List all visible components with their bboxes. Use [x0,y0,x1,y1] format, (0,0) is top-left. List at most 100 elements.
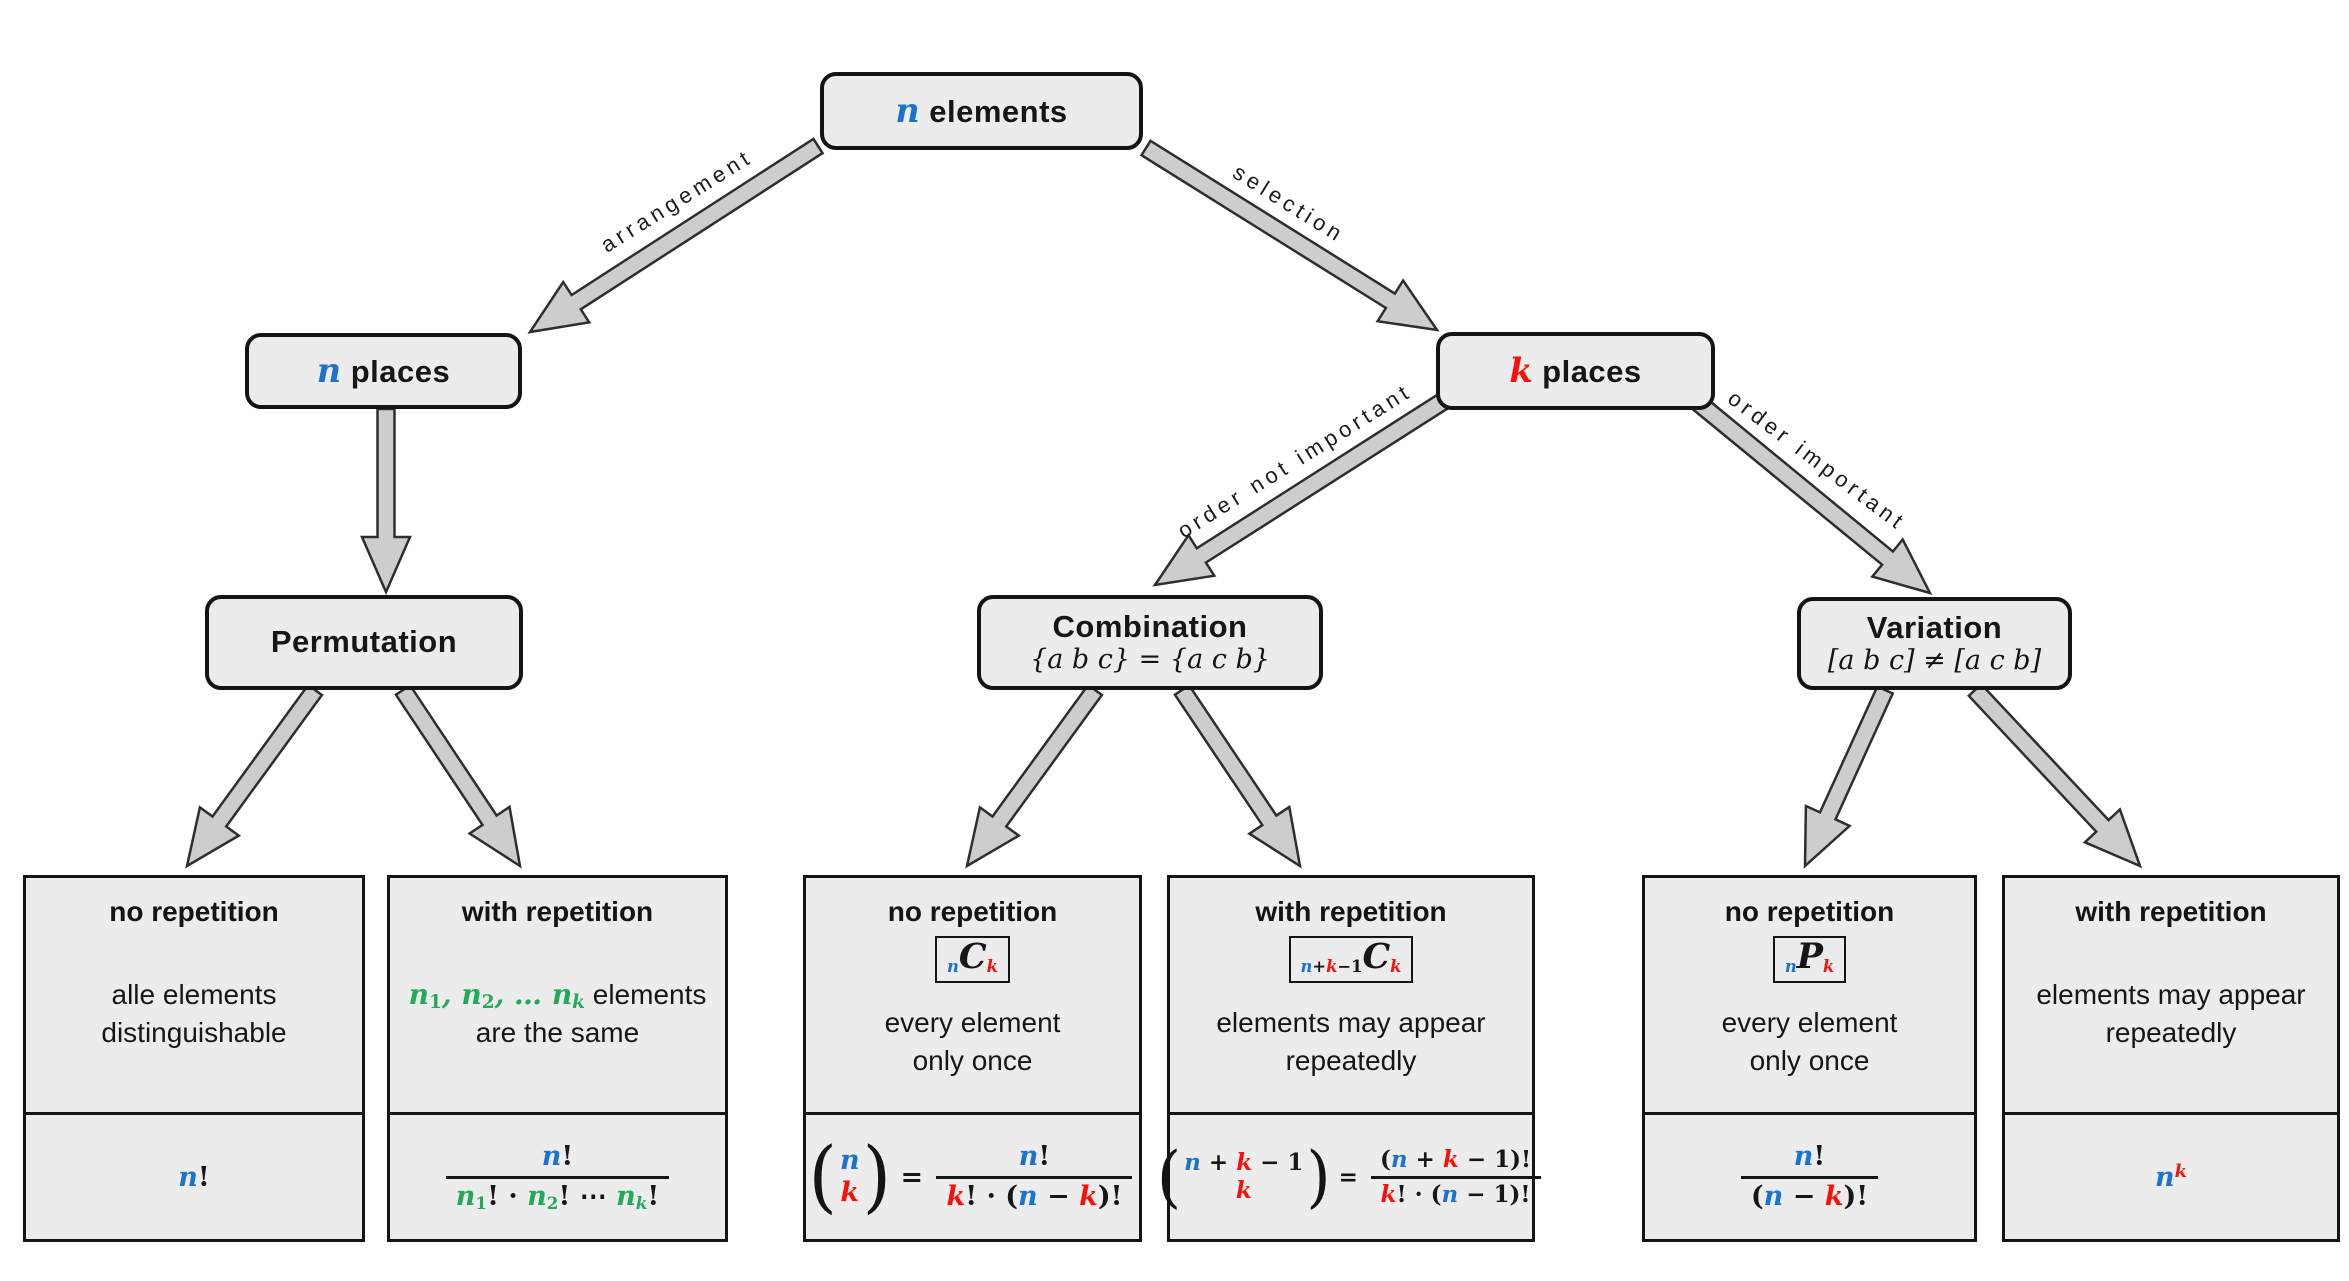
math-token: k [840,1177,860,1208]
leaf-title: no repetition [1724,896,1895,927]
math-token: ! [561,1141,574,1173]
math-token: k [946,1180,966,1212]
math-token: 1 [475,1192,488,1213]
math-token: n [1018,1180,1038,1212]
math-token: elements may appear [2036,979,2306,1011]
formula-badge: nCk [935,936,1010,983]
leaf-title: with repetition [1255,896,1447,927]
description-line: repeatedly [2036,1014,2305,1052]
math-run: = [891,1162,932,1193]
arrow-variation-to-with-rep [1967,682,2143,869]
math-token: n [947,956,959,976]
description-line: are the same [409,1014,707,1052]
math-token: only once [1749,1045,1870,1077]
math-token: places [341,353,451,389]
fraction: n!k! · (n − k)! [936,1139,1133,1215]
math-token: n [551,978,573,1012]
math-token: − 1)! [1458,1180,1531,1208]
fraction: n!(n − k)! [1740,1139,1879,1215]
math-token: k [1079,1180,1098,1212]
math-token: places [1533,353,1642,389]
description-line: only once [1722,1042,1898,1080]
math-token: k [1824,1180,1844,1212]
math-token: distinguishable [101,1017,287,1048]
description-line: only once [885,1042,1061,1080]
math-token: k [2174,1160,2187,1182]
math-token: k [572,991,585,1013]
fraction: (n + k − 1)!k! · (n − 1)! [1370,1144,1541,1210]
math-token: ! ⋯ [558,1180,617,1212]
leaf-description-wrap: elements may appear repeatedly [1210,983,1491,1112]
math-token: = [1330,1163,1366,1191]
math-token: n [408,978,429,1012]
math-token: k [1442,1145,1459,1173]
leaf-formula: nk [2005,1112,2337,1239]
leaf-title: with repetition [2075,896,2267,927]
math-token: − 1 [1252,1149,1304,1177]
math-token: − 1)! [1458,1145,1532,1173]
description-line: every element [885,1004,1061,1042]
description-line: alle elements [101,976,286,1014]
math-token: ! [197,1161,210,1193]
node-n-places: n places [245,333,522,409]
math-token: n [527,1180,547,1212]
description-line: elements may appear [2036,976,2305,1014]
math-token: ! [647,1180,660,1212]
node-title: Permutation [271,625,457,659]
math-token: elements may appear [1216,1007,1486,1039]
math-token: 2 [546,1192,559,1213]
arrow-n-places-to-permutation [360,407,412,596]
math-token: , … [494,978,552,1012]
math-run: nk [2155,1160,2187,1193]
math-token: )! [1097,1180,1123,1212]
node-n-elements: n elements [820,72,1143,150]
description-line: repeatedly [1216,1042,1485,1080]
math-token: Combination [1052,608,1248,644]
node-combination: Combination {a b c} = {a c b} [977,595,1323,690]
node-subtitle: [a b c] ≠ [a c b] [1827,645,2042,677]
math-token: every element [884,1007,1061,1039]
arrow-selection [1139,139,1440,332]
math-token: )! [1843,1180,1869,1212]
math-token: = [891,1161,933,1193]
math-run: n! [178,1162,210,1193]
arrow-order-important [1687,391,1933,595]
leaf-description: elements may appear repeatedly [1216,1004,1485,1080]
math-token: only once [912,1045,1033,1077]
math-token: repeatedly [1285,1045,1417,1077]
node-variation: Variation [a b c] ≠ [a c b] [1797,597,2072,690]
math-token: ! [1038,1141,1051,1173]
math-token: k [1236,1149,1253,1177]
math-token: n [1763,1180,1784,1212]
description-line: distinguishable [101,1014,286,1052]
math-token: −1 [1337,956,1363,976]
math-token: n [1441,1180,1459,1208]
arrow-combination-to-with-rep [1173,683,1302,869]
leaf-description: every element only once [885,1004,1061,1080]
math-token: ! · [487,1180,528,1212]
math-token: k [1380,1180,1397,1208]
arrow-arrangement [527,137,825,334]
math-token: ( [1750,1180,1764,1212]
node-title: n elements [895,92,1067,130]
node-permutation: Permutation [205,595,523,690]
math-token: alle elements [111,979,277,1011]
math-token: k [1509,350,1534,390]
math-token: ! · ( [1396,1180,1442,1208]
math-token: k [1326,956,1338,976]
math-token: P [1796,936,1823,977]
leaf-title: no repetition [887,896,1058,927]
math-token: n [1184,1149,1201,1177]
leaf-formula: n!n1! · n2! ⋯ nk! [390,1112,725,1239]
arrow-order-not-important [1152,391,1452,587]
